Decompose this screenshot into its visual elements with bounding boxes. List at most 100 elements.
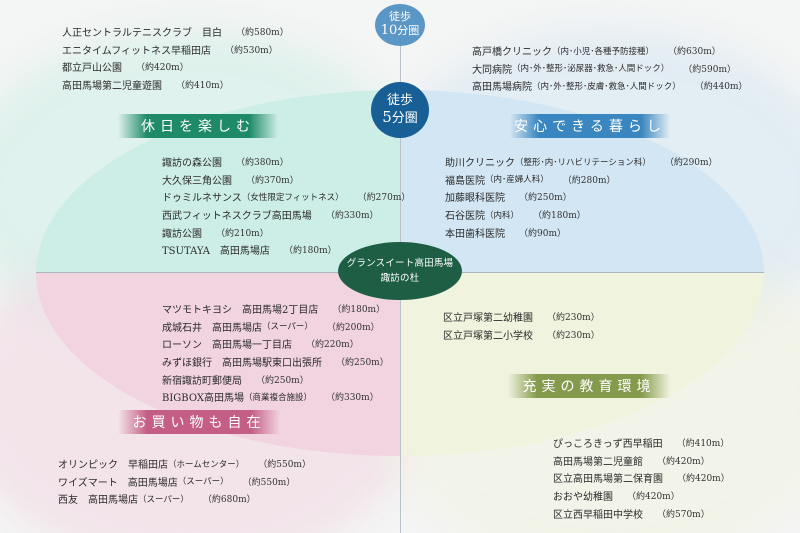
facility-name: エニタイムフィットネス早稲田店 xyxy=(62,45,211,57)
walk-5min-value: 5分圏 xyxy=(382,107,418,127)
facility-distance: （約580m） xyxy=(236,28,289,39)
facility-item: ドゥミルネサンス（女性限定フィットネス） （約270m） xyxy=(162,188,410,206)
facility-item: 高田馬場第二児童遊園（約410m） xyxy=(62,76,289,94)
facility-distance: （約440m） xyxy=(694,82,748,93)
zone-5min-ellipse xyxy=(36,90,764,456)
facility-distance: （約420m） xyxy=(677,474,730,485)
facility-distance: （約550m） xyxy=(258,460,311,471)
facility-distance: （約420m） xyxy=(657,456,710,467)
facility-name: 福島医院 xyxy=(445,175,485,187)
facility-distance: （約210m） xyxy=(216,228,269,239)
facility-name: 大久保三角公園 xyxy=(162,175,232,187)
walk-5min-number: 5 xyxy=(382,107,392,126)
facility-item: 大同病院（内･外･整形･泌尿器･救急･人間ドック）（約590m） xyxy=(472,60,747,78)
facility-item: 高田馬場病院（内･外･整形･皮膚･救急･人間ドック） （約440m） xyxy=(472,77,747,95)
facility-name: 石谷医院 xyxy=(445,211,485,223)
facility-category: （内･外･整形･皮膚･救急･人間ドック） xyxy=(532,81,681,92)
facility-item: ローソン 高田馬場一丁目店 （約220m） xyxy=(162,335,389,353)
list-medical-10min: 高戸橋クリニック（内･小児･各種予防接種）（約630m）大同病院（内･外･整形･… xyxy=(472,42,747,95)
facility-item: 成城石井 高田馬場店（スーパー）（約200m） xyxy=(162,318,389,336)
facility-distance: （約180m） xyxy=(533,211,586,222)
section-title-education: 充実の教育環境 xyxy=(508,374,670,398)
facility-name: ワイズマート 高田馬場店 xyxy=(58,477,178,489)
list-shopping-5min: マツモトキヨシ 高田馬場2丁目店（約180m）成城石井 高田馬場店（スーパー）（… xyxy=(162,300,389,406)
facility-category: （スーパー） xyxy=(138,494,189,505)
facility-distance: （約200m） xyxy=(326,322,380,333)
facility-distance: （約590m） xyxy=(683,64,736,75)
facility-item: 大久保三角公園 （約370m） xyxy=(162,171,410,189)
facility-distance: （約180m） xyxy=(332,305,386,316)
facility-name: 高田馬場第二児童館 xyxy=(553,456,643,468)
facility-distance: （約680m） xyxy=(202,495,256,506)
facility-distance: （約410m） xyxy=(676,439,730,450)
facility-category: （内科） xyxy=(485,210,520,221)
facility-name: 高戸橋クリニック xyxy=(472,47,552,59)
facility-name: TSUTAYA 高田馬場店 xyxy=(162,246,270,258)
facility-item: オリンピック 早稲田店（ホームセンター） （約550m） xyxy=(58,455,311,473)
facility-item: ぴっころきっず西早稲田（約410m） xyxy=(553,434,730,452)
facility-distance: （約220m） xyxy=(306,340,359,351)
walk-10min-badge: 徒歩 10分圏 xyxy=(375,4,425,46)
list-shopping-10min: オリンピック 早稲田店（ホームセンター）（約550m）ワイズマート 高田馬場店（… xyxy=(58,455,311,508)
facility-item: 石谷医院（内科） （約180m） xyxy=(445,206,718,224)
facility-category: （商業複合施設） xyxy=(243,392,312,403)
facility-name: マツモトキヨシ 高田馬場2丁目店 xyxy=(162,305,319,317)
facility-name: BIGBOX高田馬場 xyxy=(162,393,244,405)
facility-distance: （約90m） xyxy=(519,228,566,239)
facility-name: 新宿諏訪町郵便局 xyxy=(162,375,242,387)
facility-name: 諏訪公園 xyxy=(162,228,202,240)
facility-name: 本田歯科医院 xyxy=(445,228,505,240)
facility-item: 高戸橋クリニック（内･小児･各種予防接種） （約630m） xyxy=(472,42,747,60)
facility-item: 西友 高田馬場店（スーパー）（約680m） xyxy=(58,490,311,508)
facility-distance: （約630m） xyxy=(668,47,721,58)
facility-distance: （約420m） xyxy=(136,63,189,74)
walk-10min-label: 徒歩 xyxy=(389,10,411,24)
facility-item: 助川クリニック（整形･内･リハビリテーション科） （約290m） xyxy=(445,153,718,171)
facility-item: 西武フィットネスクラブ高田馬場（約330m） xyxy=(162,206,410,224)
property-center-label: グランスイート高田馬場 諏訪の杜 xyxy=(338,242,462,300)
facility-name: おおや幼稚園 xyxy=(553,492,613,504)
facility-distance: （約410m） xyxy=(176,81,229,92)
facility-item: 区立戸塚第二小学校（約230m） xyxy=(443,326,600,344)
facility-item: 都立戸山公園（約420m） xyxy=(62,58,289,76)
facility-item: 人正セントラルテニスクラブ 目白（約580m） xyxy=(62,23,289,41)
facility-distance: （約330m） xyxy=(325,393,379,404)
facility-item: BIGBOX高田馬場（商業複合施設） （約330m） xyxy=(162,388,389,406)
section-title-leisure: 休日を楽しむ xyxy=(118,114,278,138)
facility-distance: （約570m） xyxy=(657,509,710,520)
facility-distance: （約290m） xyxy=(664,158,718,169)
walk-10min-unit: 分圏 xyxy=(397,23,420,37)
facility-name: 区立戸塚第二幼稚園 xyxy=(443,313,533,325)
facility-category: （整形･内･リハビリテーション科） xyxy=(515,157,651,168)
facility-distance: （約270m） xyxy=(357,193,411,204)
facility-category: （スーパー） xyxy=(177,477,229,488)
facility-item: マツモトキヨシ 高田馬場2丁目店 （約180m） xyxy=(162,300,389,318)
facility-name: オリンピック 早稲田店 xyxy=(58,460,168,472)
facility-distance: （約420m） xyxy=(627,492,680,503)
list-medical-5min: 助川クリニック（整形･内･リハビリテーション科） （約290m） 福島医院（内･産婦… xyxy=(445,153,718,241)
facility-category: （ホームセンター） xyxy=(168,459,245,470)
facility-category: （女性限定フィットネス） xyxy=(241,192,344,203)
walk-5min-unit: 分圏 xyxy=(391,110,418,126)
facility-name: 助川クリニック xyxy=(445,158,515,170)
facility-item: 区立戸塚第二幼稚園（約230m） xyxy=(443,308,600,326)
facility-distance: （約370m） xyxy=(246,175,299,186)
facility-name: 大同病院 xyxy=(472,64,512,76)
facility-name: 区立西早稲田中学校 xyxy=(553,509,643,521)
facility-name: 高田馬場病院 xyxy=(472,82,532,94)
facility-name: ドゥミルネサンス xyxy=(162,193,242,205)
facility-category: （内･小児･各種予防接種） xyxy=(552,46,655,57)
facility-category: （スーパー） xyxy=(262,322,313,333)
facility-name: ローソン 高田馬場一丁目店 xyxy=(162,340,292,352)
facility-distance: （約230m） xyxy=(547,330,600,341)
facility-name: 加藤眼科医院 xyxy=(445,193,505,205)
walk-10min-value: 10分圏 xyxy=(381,23,420,39)
section-title-shopping: お買い物も自在 xyxy=(118,410,280,434)
facility-name: 諏訪の森公園 xyxy=(162,158,222,170)
list-leisure-5min: 諏訪の森公園（約380m）大久保三角公園（約370m）ドゥミルネサンス（女性限定… xyxy=(162,153,410,259)
facility-distance: （約180m） xyxy=(283,246,337,257)
facility-category: （内･産婦人科） xyxy=(485,175,549,186)
facility-item: 本田歯科医院 （約90m） xyxy=(445,223,718,241)
list-education-5min: 区立戸塚第二幼稚園（約230m）区立戸塚第二小学校（約230m） xyxy=(443,308,600,343)
facility-name: みずほ銀行 高田馬場駅東口出張所 xyxy=(162,358,322,370)
